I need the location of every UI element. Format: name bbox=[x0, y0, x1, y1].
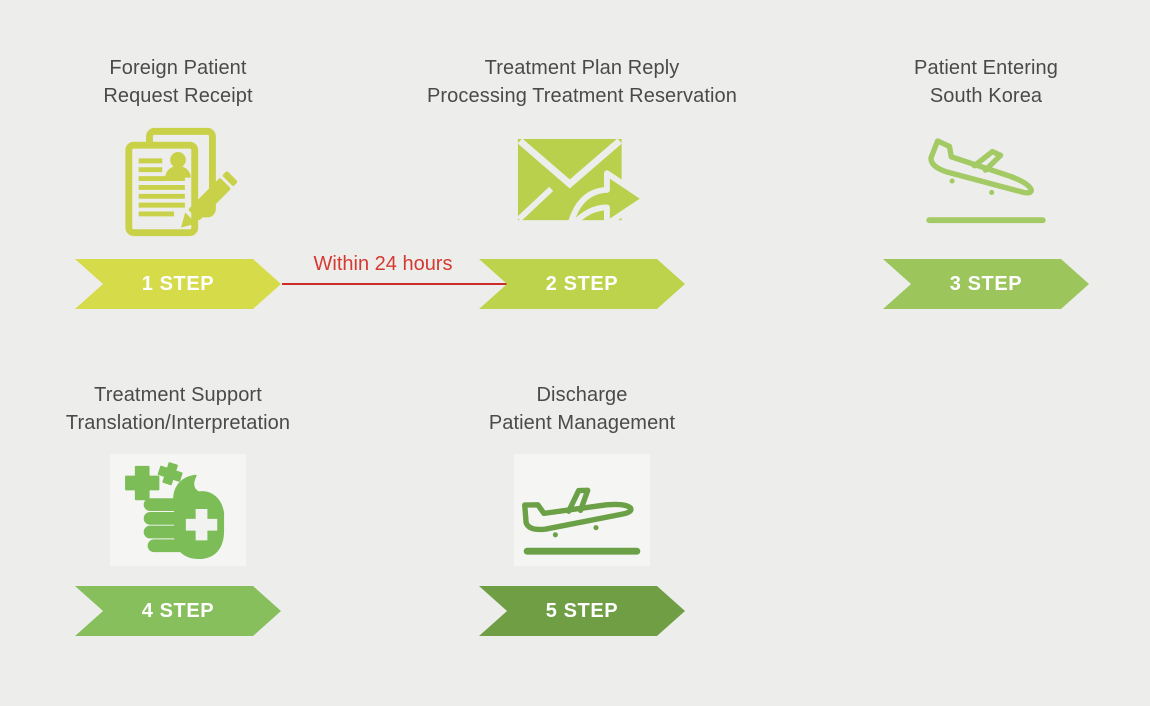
step-2-title-line1: Treatment Plan Reply bbox=[484, 57, 680, 79]
step-5-title: Discharge Patient Management bbox=[412, 381, 752, 437]
step-5-banner: 5 STEP bbox=[479, 586, 685, 636]
step-5-title-line1: Discharge bbox=[536, 384, 628, 406]
within-24-hours-label: Within 24 hours bbox=[313, 253, 453, 275]
step-1-title-line2: Request Receipt bbox=[103, 85, 253, 107]
step-1-title: Foreign Patient Request Receipt bbox=[8, 54, 348, 110]
step-3-title: Patient Entering South Korea bbox=[816, 54, 1150, 110]
step-3-title-line2: South Korea bbox=[929, 85, 1043, 107]
plane-landing-icon bbox=[816, 126, 1150, 240]
step-1-title-line1: Foreign Patient bbox=[109, 57, 247, 79]
step-4-title: Treatment Support Translation/Interpreta… bbox=[8, 381, 348, 437]
step-5-title-line2: Patient Management bbox=[488, 412, 676, 434]
step-5-banner-label: 5 STEP bbox=[545, 599, 619, 622]
envelope-forward-icon bbox=[412, 126, 752, 240]
step-4-title-line1: Treatment Support bbox=[94, 384, 262, 406]
step-4-treatment-support: Treatment Support Translation/Interpreta… bbox=[8, 381, 348, 643]
step-3-patient-entering: Patient Entering South Korea 3 STEP bbox=[816, 54, 1150, 316]
step-4-banner: 4 STEP bbox=[75, 586, 281, 636]
step-1-banner-label: 1 STEP bbox=[141, 272, 215, 295]
step-1-banner: 1 STEP bbox=[75, 259, 281, 309]
step-2-title-line2: Processing Treatment Reservation bbox=[426, 85, 737, 107]
step-3-title-line1: Patient Entering bbox=[914, 57, 1058, 79]
step-1-foreign-patient-request: Foreign Patient Request Receipt bbox=[8, 54, 348, 316]
step-2-treatment-plan-reply: Treatment Plan Reply Processing Treatmen… bbox=[412, 54, 752, 316]
hand-medical-icon bbox=[8, 453, 348, 567]
step-2-banner: 2 STEP bbox=[479, 259, 685, 309]
step-4-title-line2: Translation/Interpretation bbox=[65, 412, 291, 434]
step-4-banner-label: 4 STEP bbox=[141, 599, 215, 622]
step-2-title: Treatment Plan Reply Processing Treatmen… bbox=[412, 54, 752, 110]
step-5-discharge: Discharge Patient Management 5 STEP bbox=[412, 381, 752, 643]
step-3-banner: 3 STEP bbox=[883, 259, 1089, 309]
document-pen-icon bbox=[8, 126, 348, 240]
plane-takeoff-icon bbox=[412, 453, 752, 567]
connector-line bbox=[282, 283, 507, 285]
step-3-banner-label: 3 STEP bbox=[949, 272, 1023, 295]
step-2-banner-label: 2 STEP bbox=[545, 272, 619, 295]
